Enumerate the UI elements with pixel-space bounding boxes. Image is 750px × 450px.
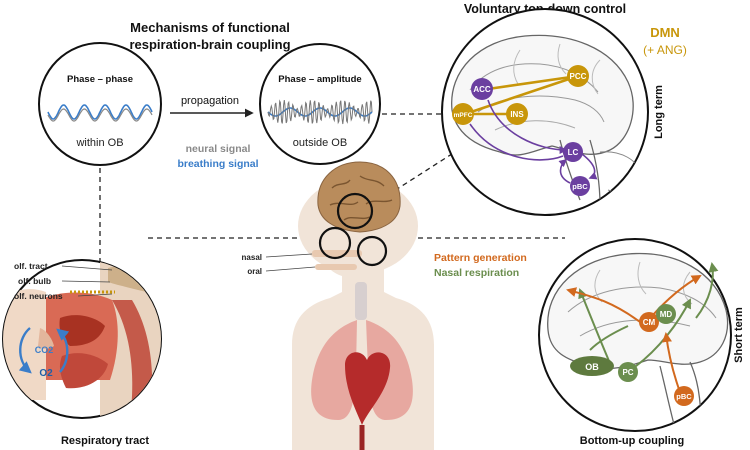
node-ins-label: INS bbox=[510, 110, 524, 119]
phase-phase-caption: within OB bbox=[75, 137, 123, 149]
pbc-to-cm-arrow bbox=[662, 332, 681, 393]
long-term-label: Long term bbox=[653, 85, 665, 139]
node-mpfc-label: mPFC bbox=[454, 112, 473, 119]
olf-neurons-label: olf. neurons bbox=[14, 291, 63, 301]
cm-to-frontal-arrow bbox=[566, 287, 641, 323]
connector-brain-to-topdown bbox=[379, 151, 456, 201]
respiratory-title: Respiratory tract bbox=[61, 435, 149, 447]
dmn-sub-label: (+ ANG) bbox=[643, 43, 687, 57]
olf-tract-label: olf. tract bbox=[14, 261, 48, 271]
node-pcc-label: PCC bbox=[570, 72, 587, 81]
main-title: Mechanisms of functional respiration-bra… bbox=[129, 20, 290, 52]
acc-pcc-link bbox=[487, 74, 579, 91]
short-term-label: Short term bbox=[733, 307, 745, 363]
brain-circle-top bbox=[336, 192, 374, 230]
node-acc: ACC bbox=[471, 78, 493, 100]
pattern-generation-legend: Pattern generation bbox=[434, 252, 527, 264]
node-pbc-bottomup-label: pBC bbox=[676, 392, 692, 401]
body-figure bbox=[292, 161, 434, 450]
heart bbox=[345, 352, 391, 425]
phase-amplitude-caption: outside OB bbox=[293, 137, 347, 149]
respiratory-panel: CO2 O2 olf. tract olf. bulb olf. neurons bbox=[2, 259, 162, 419]
respiratory-drawing bbox=[3, 261, 161, 418]
phase-phase-breathing-wave bbox=[47, 104, 153, 120]
acc-to-lc-arrow bbox=[487, 99, 568, 154]
lc-to-pbc-arrow bbox=[581, 153, 598, 180]
phase-phase-neural-wave bbox=[47, 108, 153, 122]
phase-phase-circle bbox=[38, 42, 162, 166]
md-to-cortex-arrow bbox=[695, 262, 719, 319]
nasal-respiration-legend: Nasal respiration bbox=[434, 267, 519, 279]
oral-cavity-detail bbox=[59, 353, 108, 389]
title-line-1: Mechanisms of functional bbox=[130, 20, 290, 35]
node-pbc-bottomup: pBC bbox=[674, 386, 694, 406]
node-md: MD bbox=[656, 304, 676, 324]
ob-to-cm-link bbox=[589, 325, 629, 351]
bottom-up-title: Bottom-up coupling bbox=[580, 435, 684, 447]
dmn-label: DMN bbox=[650, 25, 680, 40]
purple-connections bbox=[469, 99, 598, 184]
brain-circle-left bbox=[318, 226, 352, 260]
node-pc: PC bbox=[618, 362, 638, 382]
nasal-label: nasal bbox=[242, 253, 262, 262]
phase-amplitude-circle bbox=[259, 43, 381, 165]
mpfc-pcc-link bbox=[464, 74, 579, 116]
node-pbc-topdown: pBC bbox=[570, 176, 590, 196]
node-ins: INS bbox=[506, 103, 528, 125]
bottom-up-panel: OB PC CM MD pBC bbox=[538, 238, 732, 432]
oral-label: oral bbox=[247, 267, 262, 276]
brain-circle-right bbox=[356, 235, 388, 267]
node-ob: OB bbox=[570, 356, 614, 376]
node-acc-label: ACC bbox=[473, 85, 491, 94]
topdown-brain-drawing bbox=[451, 34, 641, 206]
phase-amplitude-label: Phase – amplitude bbox=[278, 74, 361, 85]
nose-outline bbox=[38, 328, 54, 349]
oral-cavity bbox=[315, 264, 357, 270]
olf-bulb-label: olf. bulb bbox=[18, 276, 51, 286]
node-pc-label: PC bbox=[622, 368, 633, 377]
left-lung bbox=[311, 320, 357, 420]
node-cm: CM bbox=[639, 312, 659, 332]
phase-phase-label: Phase – phase bbox=[67, 74, 133, 85]
node-cm-label: CM bbox=[643, 318, 656, 327]
pbc-to-lc-arrow bbox=[558, 158, 571, 184]
phase-amplitude-panel: Phase – amplitude outside OB bbox=[259, 43, 381, 165]
node-pcc: PCC bbox=[567, 65, 589, 87]
trachea bbox=[355, 282, 367, 320]
brain-shape bbox=[317, 161, 401, 233]
node-lc-label: LC bbox=[568, 148, 579, 157]
propagation-arrow: propagation bbox=[170, 95, 254, 118]
neural-signal-legend: neural signal bbox=[186, 143, 251, 155]
breathing-signal-legend: breathing signal bbox=[177, 158, 258, 170]
phase-amplitude-neural-wave bbox=[267, 99, 373, 125]
node-ob-label: OB bbox=[585, 362, 599, 372]
phase-phase-panel: Phase – phase within OB bbox=[38, 42, 162, 166]
node-pbc-topdown-label: pBC bbox=[572, 182, 588, 191]
node-lc: LC bbox=[563, 142, 583, 162]
node-md-label: MD bbox=[660, 310, 673, 319]
node-mpfc: mPFC bbox=[452, 103, 474, 125]
mpfc-to-lc-arrow bbox=[469, 123, 564, 161]
nasal-cavity bbox=[312, 250, 362, 257]
o2-label: O2 bbox=[39, 368, 53, 379]
propagation-label: propagation bbox=[181, 95, 239, 107]
bottom-up-brain-drawing bbox=[547, 252, 729, 431]
topdown-panel: ACC PCC mPFC INS LC pBC bbox=[441, 8, 649, 216]
co2-label: CO2 bbox=[35, 345, 54, 355]
title-line-2: respiration-brain coupling bbox=[129, 37, 290, 52]
